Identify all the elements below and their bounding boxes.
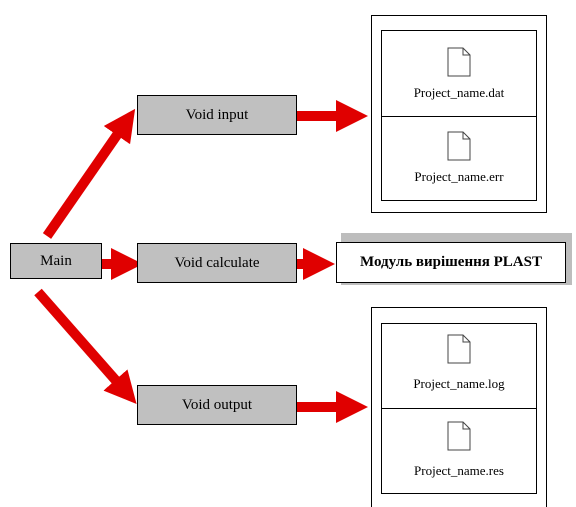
file-icon [447, 421, 471, 451]
input-file-name: Project_name.dat [413, 85, 505, 100]
input-files-group: Project_name.dat Project_name.err [371, 15, 547, 213]
main-node: Main [10, 243, 102, 279]
void-output-node: Void output [137, 385, 297, 425]
input-file-item-err: Project_name.err [382, 117, 536, 202]
void-output-label: Void output [181, 396, 253, 413]
output-file-name: Project_name.log [413, 376, 505, 391]
output-files-group: Project_name.log Project_name.res [371, 307, 547, 507]
main-label: Main [40, 252, 72, 269]
void-calculate-label: Void calculate [174, 254, 260, 271]
output-files-list: Project_name.log Project_name.res [381, 323, 537, 494]
file-icon [447, 47, 471, 77]
input-file-item-dat: Project_name.dat [382, 31, 536, 117]
plast-module-node: Модуль вирішення PLAST [336, 242, 566, 283]
input-file-name: Project_name.err [414, 169, 504, 184]
output-file-name: Project_name.res [414, 463, 504, 478]
input-files-list: Project_name.dat Project_name.err [381, 30, 537, 201]
output-file-item-res: Project_name.res [382, 409, 536, 495]
output-file-item-log: Project_name.log [382, 324, 536, 409]
void-input-node: Void input [137, 95, 297, 135]
arrow-main-to-input [42, 108, 136, 239]
file-icon [447, 334, 471, 364]
file-icon [447, 131, 471, 161]
plast-module-label: Модуль вирішення PLAST [360, 254, 542, 270]
arrow-main-to-output [34, 288, 137, 405]
void-calculate-node: Void calculate [137, 243, 297, 283]
void-input-label: Void input [185, 106, 249, 123]
